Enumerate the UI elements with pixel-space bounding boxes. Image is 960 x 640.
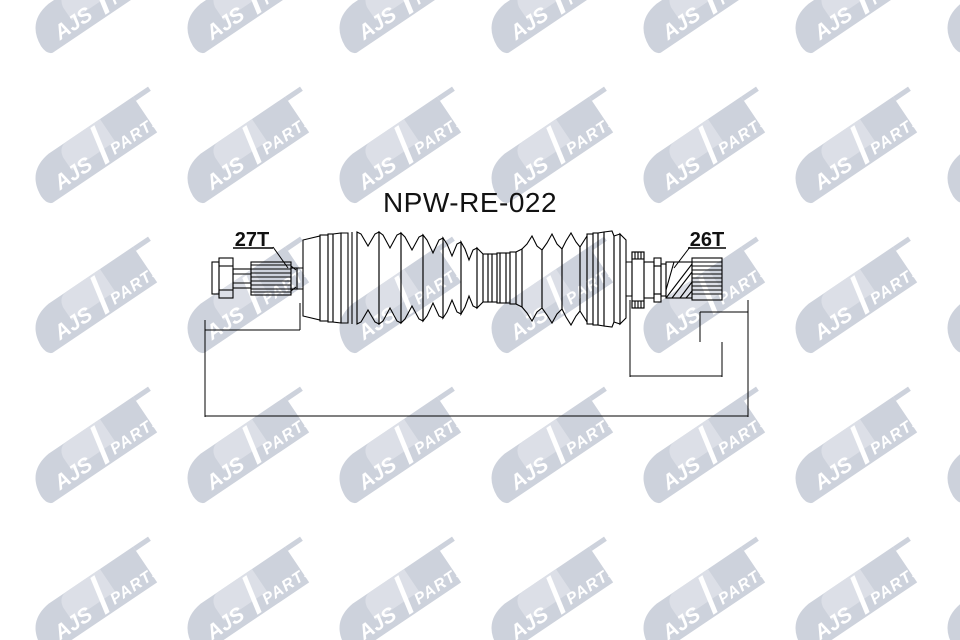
dimension-outer-section [205, 303, 301, 331]
hatched-shaft-section [665, 261, 693, 299]
label-27t: 27T [235, 229, 269, 251]
outer-spline-27t [250, 261, 298, 296]
inner-cv-boot [521, 231, 581, 327]
leader-line-26t [673, 246, 691, 269]
intermediate-shaft [476, 246, 523, 310]
outer-cv-joint-housing [296, 232, 342, 324]
inner-spline-26t [691, 257, 723, 301]
dimension-overall-length [204, 300, 749, 417]
outer-stub-shaft [232, 268, 252, 289]
bearing-retainer-ring [631, 251, 655, 309]
snap-ring-collar [653, 257, 667, 303]
outer-hex-nut [211, 257, 234, 299]
dimension-inner-section [629, 300, 748, 377]
label-26t: 26T [690, 229, 724, 251]
inner-cv-joint-housing [579, 230, 621, 328]
outer-cv-boot [340, 230, 478, 326]
page-title: NPW-RE-022 [383, 187, 557, 218]
